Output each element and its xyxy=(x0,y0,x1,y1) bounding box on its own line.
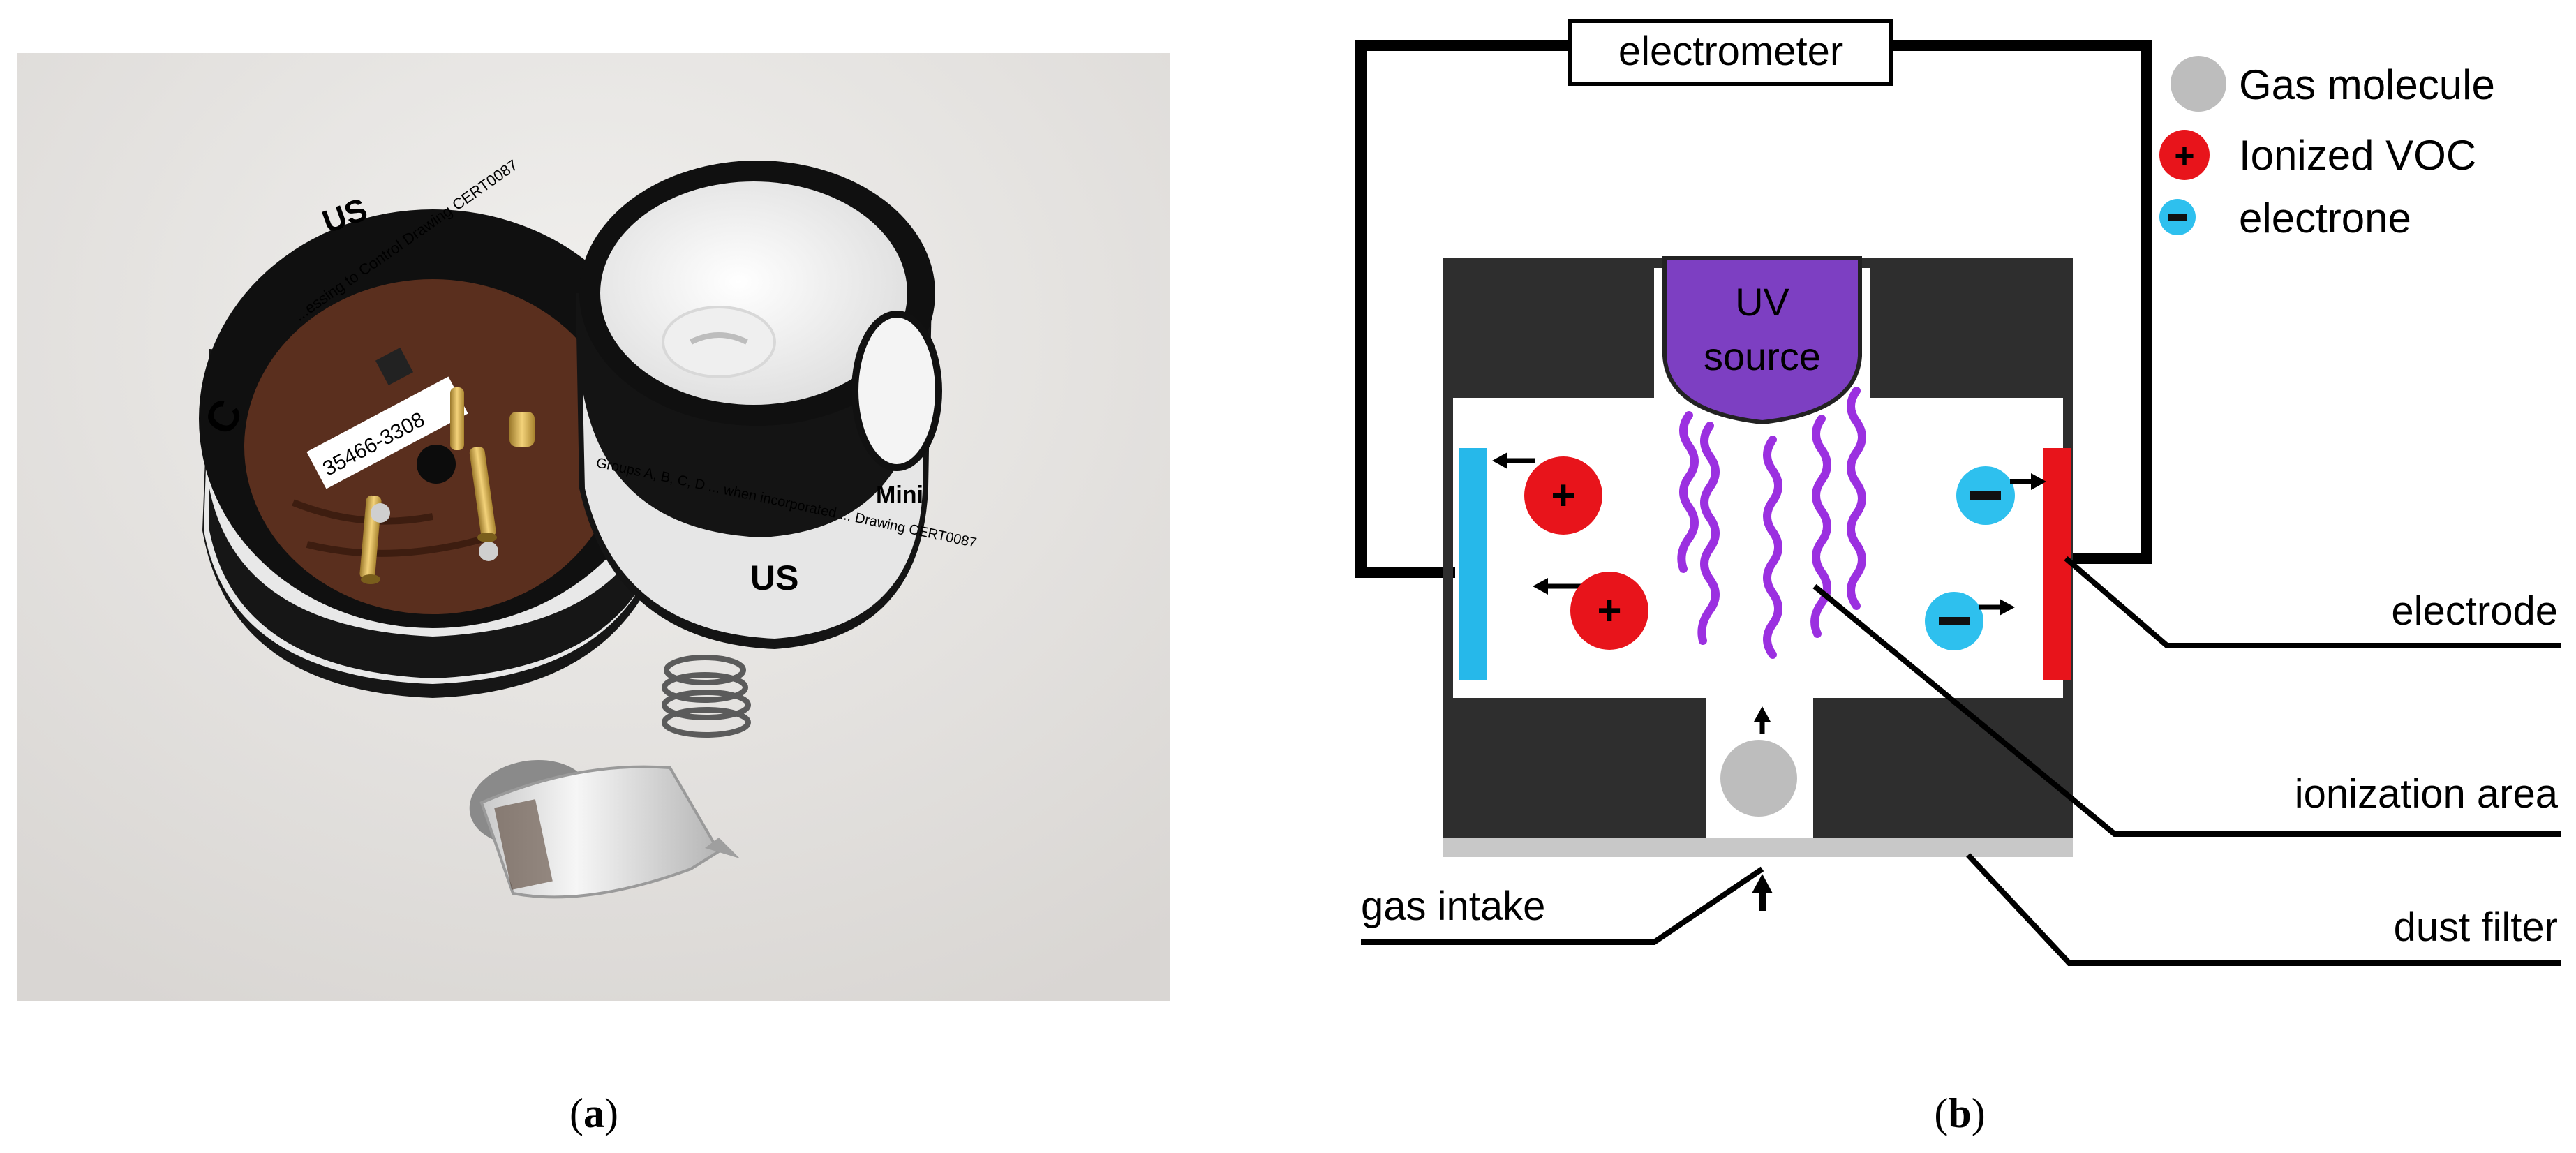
positive-bias-electrode xyxy=(2043,448,2071,680)
sensor-body-left: 35466-3308 C US ...essing to Control Dra… xyxy=(195,156,670,698)
label-dust-filter: dust filter xyxy=(2394,905,2558,950)
svg-text:+: + xyxy=(2174,136,2194,175)
caption-b: (b) xyxy=(1934,1090,1985,1136)
sensor-center-port xyxy=(417,445,456,484)
legend-gas-molecule: Gas molecule xyxy=(2171,56,2495,112)
housing-bottom-left xyxy=(1443,698,1706,838)
uv-wave-3 xyxy=(1763,436,1782,659)
uv-wave-1 xyxy=(1677,411,1699,573)
gold-pins xyxy=(359,387,535,584)
schematic-panel: electrometer UV source xyxy=(1355,19,2561,1136)
electrometer-box xyxy=(1568,19,1893,86)
uv-source-label-line1: UV xyxy=(1735,280,1789,324)
label-gas-intake: gas intake xyxy=(1361,884,1545,929)
caption-a: (a) xyxy=(569,1090,618,1136)
electron-lower xyxy=(1925,592,2015,650)
negative-collector-electrode xyxy=(1459,448,1487,680)
gas-molecule-incoming xyxy=(1720,706,1797,911)
mark-us-right: US xyxy=(750,558,798,597)
electrometer-label: electrometer xyxy=(1618,29,1843,74)
housing-top-left xyxy=(1443,258,1654,398)
barcode-label xyxy=(306,376,468,489)
label-ionization-area: ionization area xyxy=(2295,771,2559,817)
uv-radiation-waves xyxy=(1677,387,1866,659)
svg-text:+: + xyxy=(1597,587,1621,634)
svg-text:electrone: electrone xyxy=(2239,195,2411,241)
uv-lamp xyxy=(469,759,740,899)
uv-wave-4 xyxy=(1810,415,1831,638)
callout-line-ionization xyxy=(1812,583,2561,837)
housing-top-right xyxy=(1870,258,2073,398)
svg-text:+: + xyxy=(1551,472,1575,519)
callout-line-dust-filter xyxy=(1966,853,2561,966)
sensor-body-right: Mini US Groups A, B, C, D ... when incor… xyxy=(576,161,978,649)
svg-text:Ionized VOC: Ionized VOC xyxy=(2239,132,2476,179)
qr-code xyxy=(375,347,414,386)
callout-line-gas-intake xyxy=(1361,866,1764,945)
callout-lines xyxy=(1361,556,2561,966)
callout-line-electrode xyxy=(2064,556,2561,648)
uv-source xyxy=(1662,256,1862,425)
photo-panel: 35466-3308 C US ...essing to Control Dra… xyxy=(17,53,1170,1136)
legend-electrone: electrone xyxy=(2159,195,2411,241)
ionized-voc-upper: + xyxy=(1492,452,1602,535)
legend: Gas molecule + Ionized VOC electrone xyxy=(2159,56,2495,241)
housing-left-wall xyxy=(1443,258,1453,698)
uv-wave-5 xyxy=(1847,387,1866,610)
brand-logo-circle xyxy=(851,311,942,471)
brand-text: Mini xyxy=(876,482,923,508)
spring xyxy=(662,655,751,738)
housing-bottom-right xyxy=(1813,698,2073,838)
circuit-wire xyxy=(1355,40,2152,578)
dust-filter-strip xyxy=(1443,838,2073,857)
ionized-voc-lower: + xyxy=(1533,572,1648,650)
svg-text:Gas molecule: Gas molecule xyxy=(2239,61,2495,108)
legend-ionized-voc: + Ionized VOC xyxy=(2159,130,2476,180)
sensor-housing xyxy=(1443,258,2073,838)
label-electrode: electrode xyxy=(2391,588,2558,634)
uv-source-label-line2: source xyxy=(1704,334,1821,378)
electron-upper xyxy=(1956,466,2046,525)
uv-wave-2 xyxy=(1697,422,1720,645)
